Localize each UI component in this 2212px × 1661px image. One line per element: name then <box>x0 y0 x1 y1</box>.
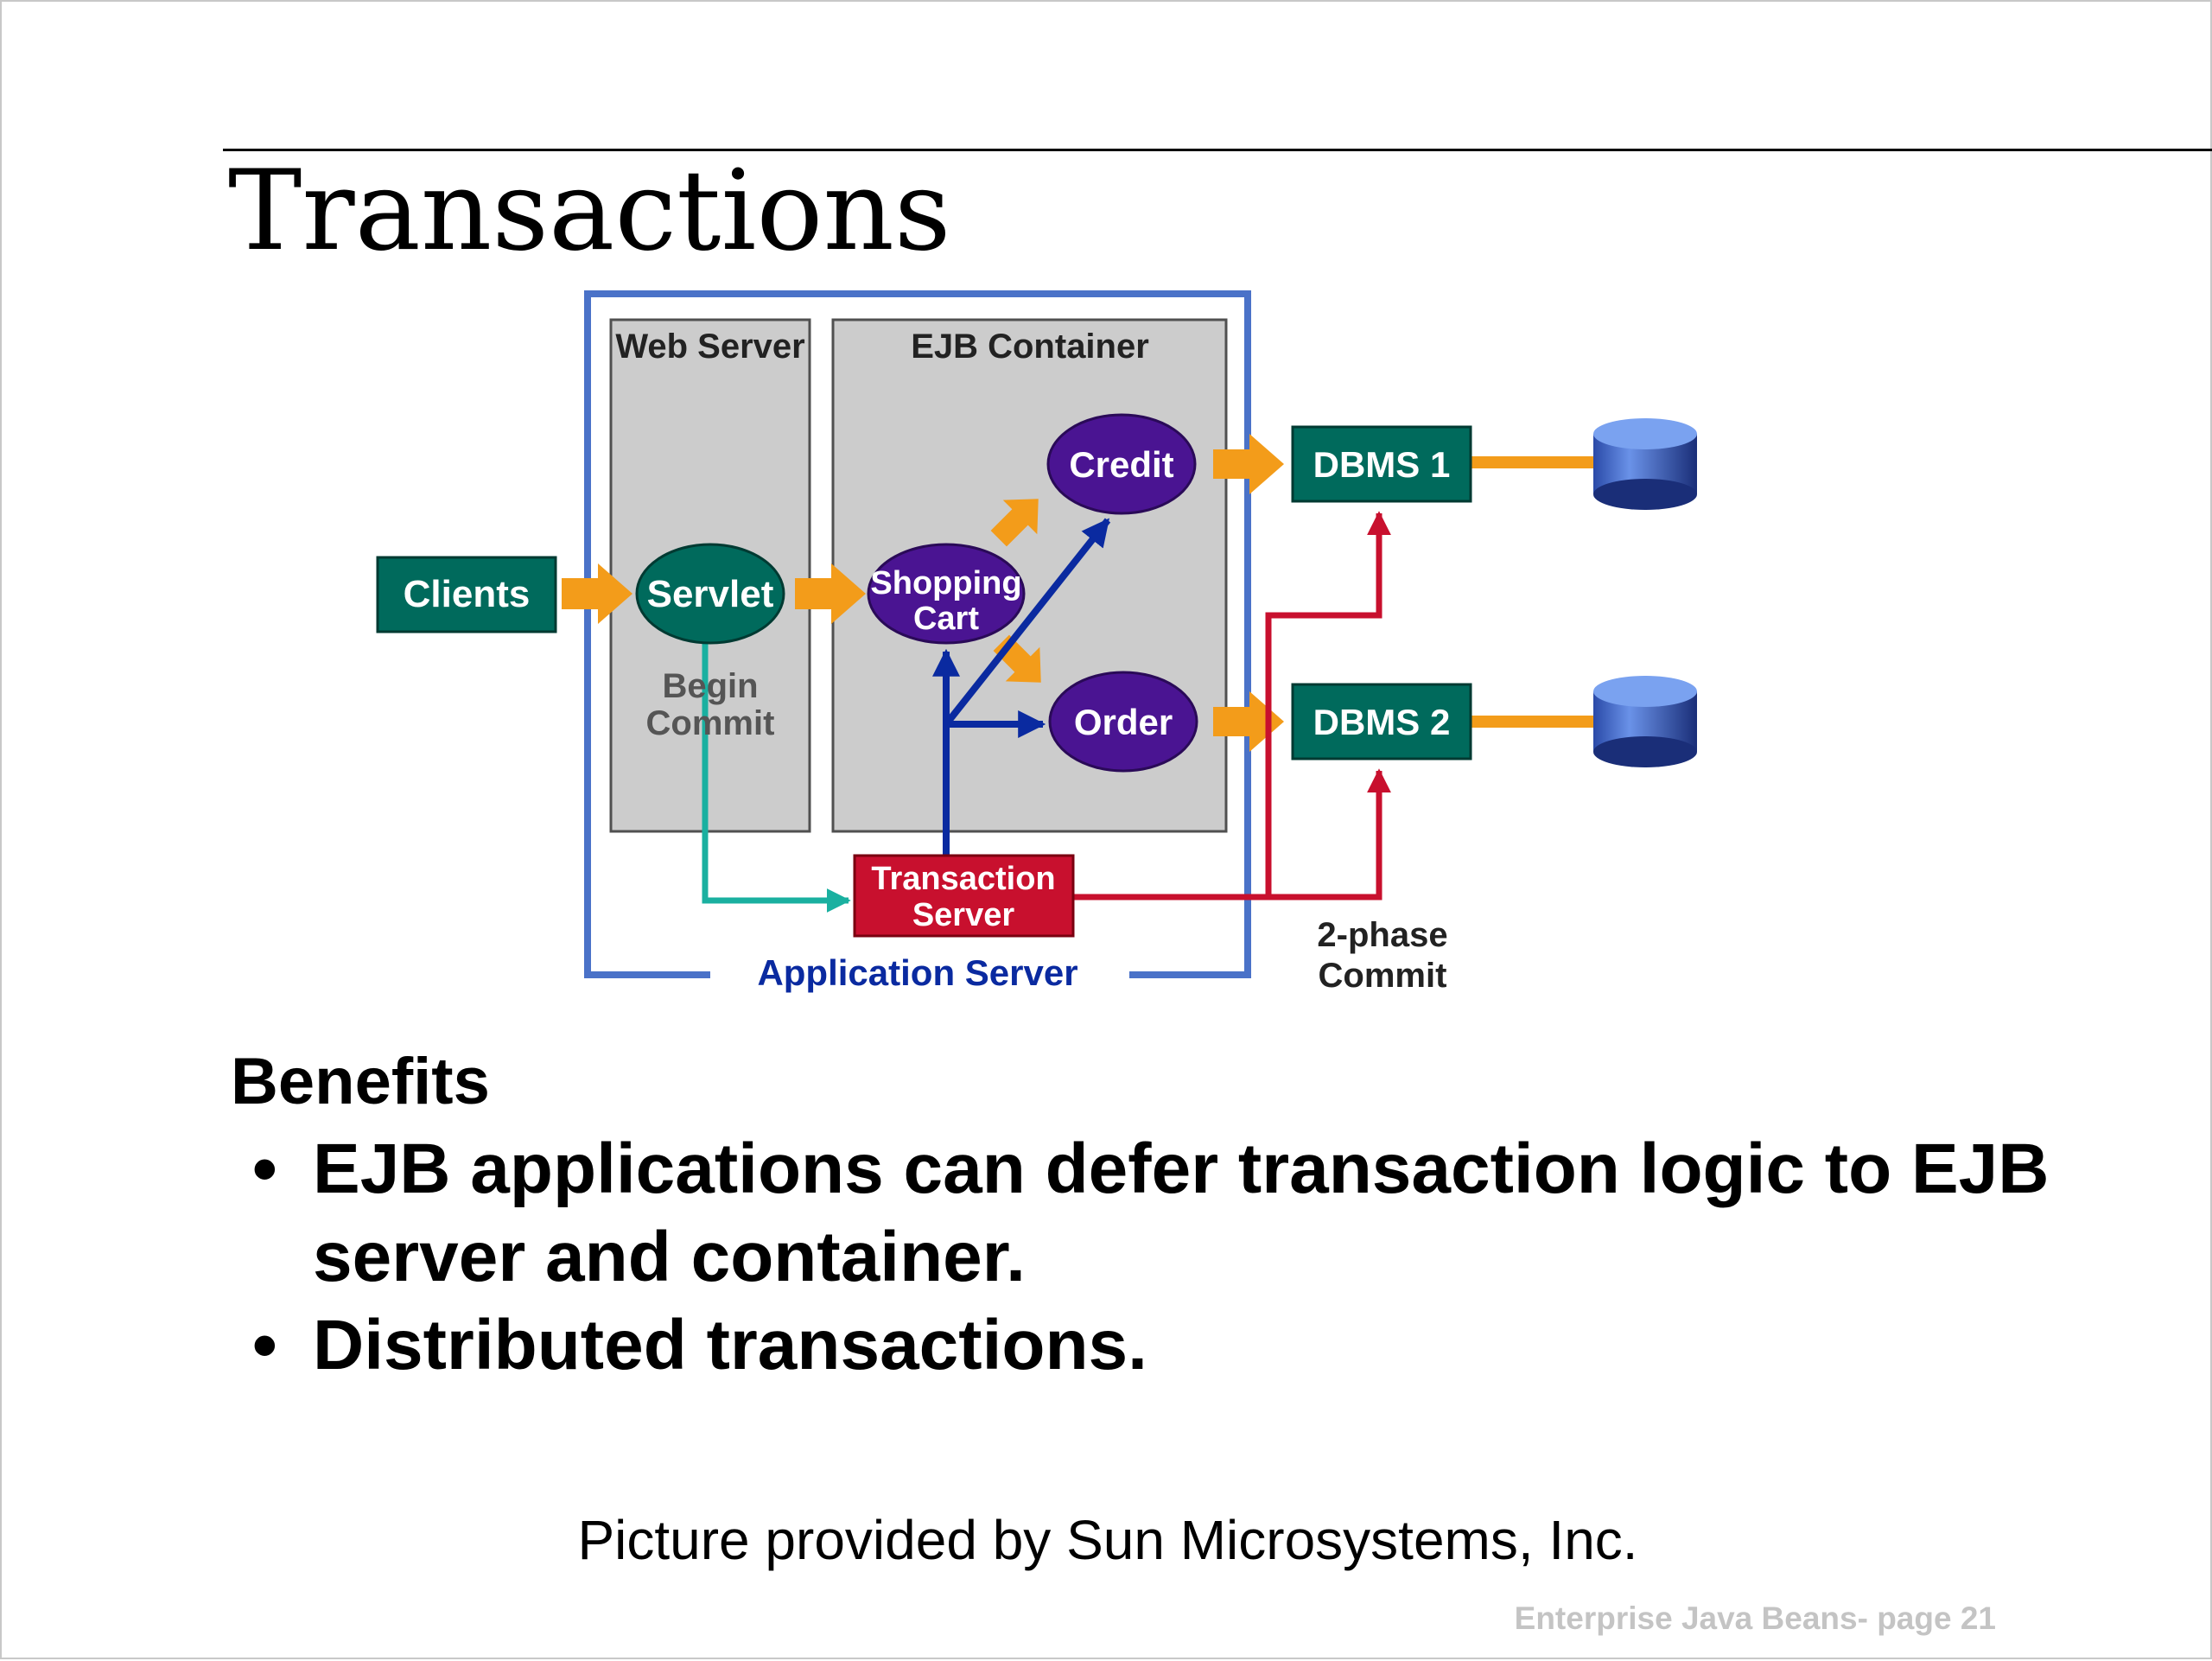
dbms1-box <box>1291 425 1472 503</box>
order-label: Order <box>1074 702 1173 742</box>
credit-label: Credit <box>1069 444 1173 485</box>
commit-label: Commit <box>646 704 775 742</box>
database-2-icon <box>1593 676 1697 767</box>
application-server-frame <box>584 290 1251 978</box>
arrow-servlet-cart <box>795 563 866 624</box>
red-commit-line-dbms1 <box>1073 511 1391 901</box>
arrow-clients-servlet <box>562 563 632 624</box>
servlet-ellipse <box>635 543 785 645</box>
arrow-cart-credit <box>990 499 1039 547</box>
bullet-text: Distributed transactions. <box>313 1306 1147 1384</box>
connector-dbms1-db <box>1471 456 1596 468</box>
benefits-list: • EJB applications can defer transaction… <box>252 1125 2084 1390</box>
list-item: • EJB applications can defer transaction… <box>252 1125 2084 1301</box>
shopping-label: Shopping <box>870 565 1021 601</box>
transaction-label: Transaction <box>871 861 1055 897</box>
benefits-heading: Benefits <box>231 1045 490 1118</box>
database-1-icon <box>1593 418 1697 510</box>
list-item: • Distributed transactions. <box>252 1301 2084 1390</box>
dbms1-label: DBMS 1 <box>1313 444 1451 485</box>
dbms2-label: DBMS 2 <box>1313 702 1451 742</box>
bullet-text: EJB applications can defer transaction l… <box>313 1130 2050 1296</box>
red-commit-line-dbms2 <box>1268 768 1391 901</box>
shopping-cart-ellipse <box>867 543 1026 645</box>
transaction-server-box <box>853 854 1075 938</box>
web-server-label: Web Server <box>615 328 804 366</box>
two-phase-commit-label: Commit <box>1319 957 1447 995</box>
page-footer: Enterprise Java Beans- page 21 <box>1514 1601 1996 1636</box>
servlet-label: Servlet <box>647 573 774 615</box>
bullet-marker: • <box>252 1306 277 1384</box>
server-label: Server <box>912 897 1015 933</box>
clients-box <box>376 556 557 633</box>
application-server-label: Application Server <box>757 952 1077 993</box>
blue-arrow-to-credit <box>943 518 1111 727</box>
cart-label: Cart <box>913 601 979 637</box>
bullet-marker: • <box>252 1130 277 1208</box>
two-phase-label: 2-phase <box>1317 916 1447 954</box>
page-title: Transactions <box>228 147 951 276</box>
clients-label: Clients <box>404 573 531 615</box>
arrow-credit-dbms1 <box>1213 434 1284 494</box>
begin-label: Begin <box>662 667 758 705</box>
image-credit: Picture provided by Sun Microsystems, In… <box>577 1509 1638 1571</box>
credit-ellipse <box>1046 413 1197 515</box>
dbms2-box <box>1291 683 1472 760</box>
ejb-container-label: EJB Container <box>911 328 1149 366</box>
title-rule <box>223 149 2212 151</box>
cyan-begin-commit-line <box>702 637 851 913</box>
connector-dbms2-db <box>1471 716 1596 728</box>
order-ellipse <box>1048 671 1198 773</box>
